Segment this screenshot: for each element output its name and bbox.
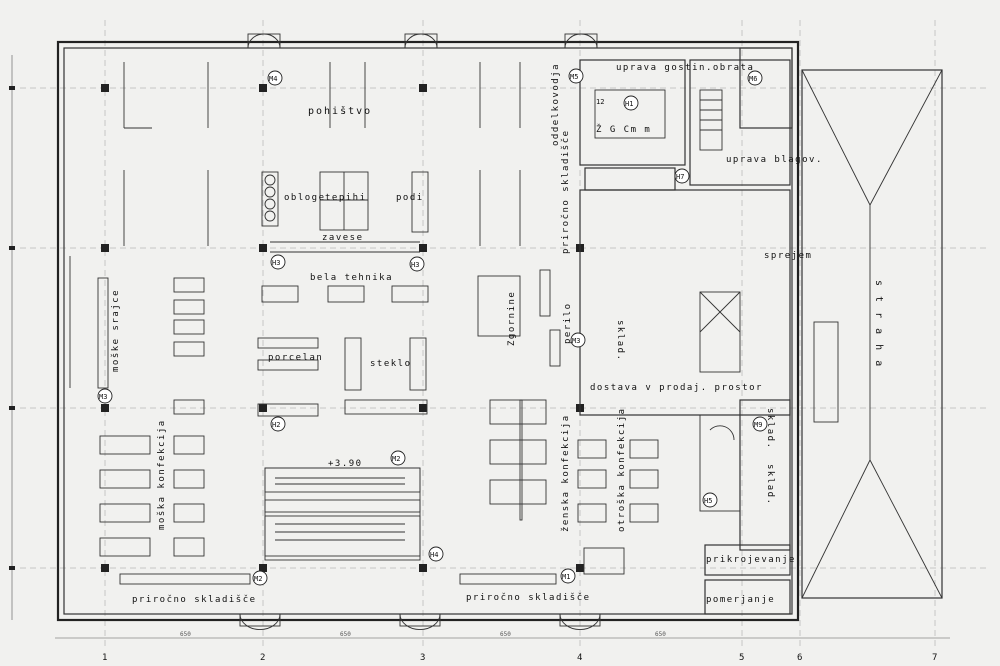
grid-axis-numbers: 1 2 3 4 5 6 7 xyxy=(102,653,939,663)
label-num12: 12 xyxy=(596,98,604,106)
bubble-marker: M1 xyxy=(560,568,576,584)
label-zavese: zavese xyxy=(322,233,364,243)
label-prikrojevanje: prikrojevanje xyxy=(706,555,796,565)
grid-number: 1 xyxy=(102,653,109,663)
label-straha: s t r a h a xyxy=(873,280,884,368)
partitions-top xyxy=(123,62,521,246)
bubble-marker: M3 xyxy=(97,388,113,404)
grid-number: 3 xyxy=(420,653,427,663)
label-zenska-konfekcija: ženska konfekcija xyxy=(561,414,571,532)
bubble-marker: M5 xyxy=(568,68,584,84)
svg-text:M6: M6 xyxy=(749,75,757,83)
escalator xyxy=(264,467,421,561)
doors-top xyxy=(247,33,598,49)
label-perilo: perilo xyxy=(563,302,573,344)
label-prirocno-skladisce-vert: priročno skladišče xyxy=(560,129,571,254)
bubble-marker: H7 xyxy=(674,168,690,184)
svg-text:M4: M4 xyxy=(269,75,277,83)
bubble-marker: H2 xyxy=(270,416,286,432)
svg-text:M5: M5 xyxy=(570,73,578,81)
svg-text:H3: H3 xyxy=(411,261,419,269)
label-prirocno-skladisce-mid: priročno skladišče xyxy=(466,592,591,603)
label-obloge: obloge xyxy=(284,193,326,203)
label-sklad-right: sklad. xyxy=(765,408,775,450)
middle-racks xyxy=(459,269,659,585)
bottom-dimension-chain: 650 650 650 650 xyxy=(55,631,950,639)
bubble-marker: M9 xyxy=(752,416,768,432)
label-prirocno-skladisce-left: priročno skladišče xyxy=(132,594,257,605)
label-moska-konfekcija: moška konfekcija xyxy=(156,419,167,530)
label-zgornine: Zgornine xyxy=(507,291,517,346)
svg-text:M2: M2 xyxy=(392,455,400,463)
bubble-marker: H3 xyxy=(409,256,425,272)
label-sklad: sklad. xyxy=(615,320,625,362)
rooms-right xyxy=(579,47,793,615)
vertical-labels: moške srajce moška konfekcija oddelkovod… xyxy=(110,63,884,532)
svg-text:H5: H5 xyxy=(704,497,712,505)
bubble-marker: H3 xyxy=(270,254,286,270)
label-uprava-blagov: uprava blagov. xyxy=(726,155,823,165)
grid-number: 2 xyxy=(260,653,267,663)
grid-number: 7 xyxy=(932,653,939,663)
svg-text:H1: H1 xyxy=(625,100,633,108)
bubble-marker: M4 xyxy=(267,70,283,86)
bubble-markers: M4 M5 M6 M3 H3 H3 M3 H2 M2 H7 M9 M1 M2 H… xyxy=(97,68,768,586)
label-dostava: dostava v prodaj. prostor xyxy=(590,383,763,393)
room-labels: pohištvo obloge tepihi podi zavese bela … xyxy=(132,63,823,605)
bubble-marker: M6 xyxy=(747,70,763,86)
grid-number: 5 xyxy=(739,653,746,663)
dim-label: 650 xyxy=(340,631,351,638)
label-sklad-low: sklad. xyxy=(765,464,775,506)
svg-text:H3: H3 xyxy=(272,259,280,267)
svg-text:M3: M3 xyxy=(99,393,107,401)
label-porcelan: porcelan xyxy=(268,353,323,363)
svg-text:M2: M2 xyxy=(254,575,262,583)
label-sprejem: sprejem xyxy=(764,251,812,261)
label-uprava-gostin-obrata: uprava gostin.obrata xyxy=(616,63,754,73)
label-podi: podi xyxy=(396,193,424,203)
bubble-marker: M3 xyxy=(570,332,586,348)
left-racks xyxy=(69,256,251,585)
bubble-marker: M2 xyxy=(390,450,406,466)
straha-annex xyxy=(801,69,943,599)
label-moske-srajce: moške srajce xyxy=(110,289,121,372)
bubble-marker: H1 xyxy=(623,95,639,111)
central-fixtures xyxy=(257,171,429,417)
bubble-marker: H5 xyxy=(702,492,718,508)
label-tepihi: tepihi xyxy=(325,193,367,203)
label-otroska-konfekcija: otroška konfekcija xyxy=(616,407,627,532)
svg-text:M1: M1 xyxy=(562,573,570,581)
label-level: +3.90 xyxy=(328,459,363,469)
left-dimension-chain xyxy=(9,55,15,620)
grid-number: 4 xyxy=(577,653,584,663)
grid-number: 6 xyxy=(797,653,804,663)
svg-text:H7: H7 xyxy=(676,173,684,181)
label-steklo: steklo xyxy=(370,359,412,369)
label-pohistvo: pohištvo xyxy=(308,105,372,117)
label-zgcm: Ž G Cm m xyxy=(596,123,651,135)
svg-text:M3: M3 xyxy=(572,337,580,345)
dim-label: 650 xyxy=(655,631,666,638)
doors-bottom xyxy=(239,613,601,630)
bubble-marker: H4 xyxy=(428,546,444,562)
grid-lines xyxy=(20,20,990,650)
svg-text:H4: H4 xyxy=(430,551,438,559)
bubble-marker: M2 xyxy=(252,570,268,586)
label-pomerjanje: pomerjanje xyxy=(706,595,775,605)
dim-label: 650 xyxy=(500,631,511,638)
outer-walls xyxy=(56,40,800,622)
label-bela-tehnika: bela tehnika xyxy=(310,273,393,283)
dim-label: 650 xyxy=(180,631,191,638)
svg-text:H2: H2 xyxy=(272,421,280,429)
svg-text:M9: M9 xyxy=(754,421,762,429)
label-oddelkovodja: oddelkovodja xyxy=(551,63,561,146)
